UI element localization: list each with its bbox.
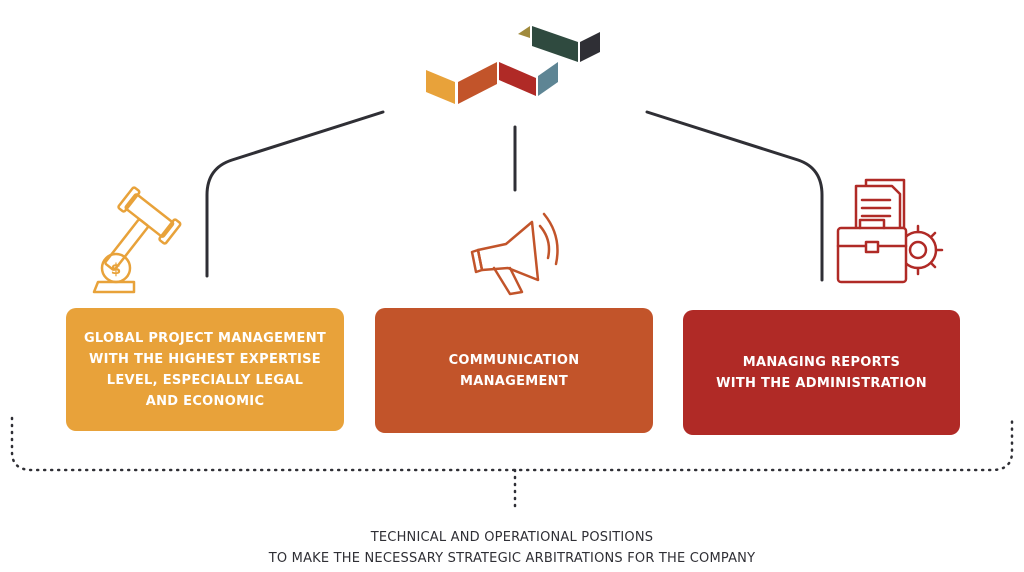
card-line: WITH THE HIGHEST EXPERTISE: [89, 351, 321, 367]
megaphone-icon: [470, 212, 559, 296]
card-line: MANAGING REPORTS: [742, 354, 901, 370]
caption-line-2: TO MAKE THE NECESSARY STRATEGIC ARBITRAT…: [268, 551, 756, 566]
card-line: COMMUNICATION: [448, 352, 580, 368]
caption-line-1: TECHNICAL AND OPERATIONAL POSITIONS: [370, 530, 654, 545]
connector-left: [205, 110, 385, 278]
connector-right: [645, 110, 824, 282]
card-line: GLOBAL PROJECT MANAGEMENT: [83, 330, 327, 346]
card-line: MANAGEMENT: [459, 373, 569, 389]
card-project-management: GLOBAL PROJECT MANAGEMENT WITH THE HIGHE…: [66, 308, 344, 431]
svg-text:$: $: [111, 260, 121, 278]
card-reports: MANAGING REPORTS WITH THE ADMINISTRATION: [683, 310, 960, 435]
dotted-brace: [10, 416, 1014, 514]
card-line: AND ECONOMIC: [145, 393, 265, 409]
briefcase-gear-icon: [836, 178, 944, 284]
connectors: [205, 110, 824, 282]
gavel-coin-icon: $: [92, 186, 182, 294]
card-line: LEVEL, ESPECIALLY LEGAL: [106, 372, 304, 388]
caption: TECHNICAL AND OPERATIONAL POSITIONS TO M…: [0, 527, 1024, 569]
logo: [426, 26, 600, 104]
card-communication: COMMUNICATION MANAGEMENT: [375, 308, 653, 433]
card-line: WITH THE ADMINISTRATION: [716, 375, 927, 391]
